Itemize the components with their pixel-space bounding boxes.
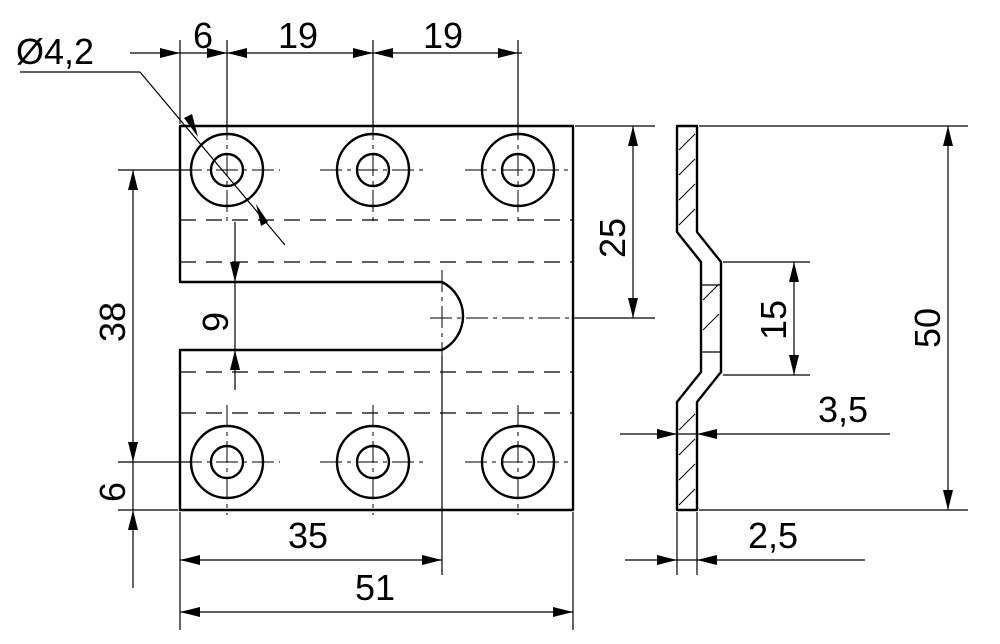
dimension-lines [20,48,953,617]
dim-material-thickness: 2,5 [748,515,798,556]
dim-overall-width: 51 [355,567,395,608]
dim-offset-depth: 3,5 [818,389,868,430]
front-view [178,118,640,515]
dim-hole-spacing-2: 19 [423,15,463,56]
hole-top-1 [180,118,280,225]
hole-bottom-2 [320,405,426,515]
dim-edge-offset-top: 6 [193,15,213,56]
side-profile [675,124,723,512]
dim-slot-length: 35 [288,515,328,556]
hole-bottom-3 [465,405,571,515]
dim-edge-offset-bottom: 6 [92,482,133,502]
hole-bottom-1 [180,405,280,515]
dim-hole-diameter: Ø4,2 [16,31,94,72]
dim-total-height: 50 [907,308,948,348]
dim-slot-depth-right: 25 [592,218,633,258]
dim-slot-width: 9 [195,312,236,332]
side-view [675,124,723,512]
dimension-labels: Ø4,2 6 19 19 25 38 9 6 35 51 15 50 3,5 2… [16,15,948,608]
dim-vertical-hole-spacing: 38 [92,302,133,342]
plate-outline [178,124,575,512]
side-hatching [678,133,720,506]
dim-offset-step: 15 [753,300,794,340]
extension-lines [118,40,968,630]
dim-hole-spacing-1: 19 [278,15,318,56]
